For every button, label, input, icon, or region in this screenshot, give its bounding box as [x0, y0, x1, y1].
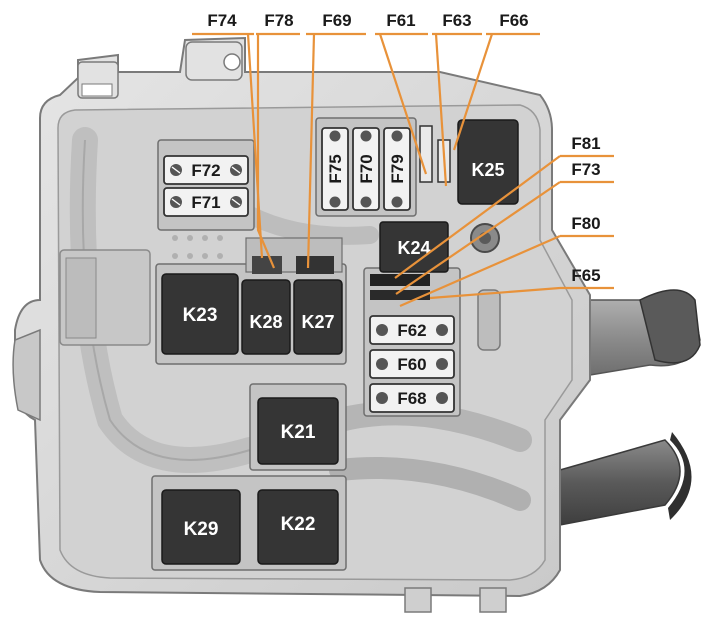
right-callouts: F81 F73 F80 F65	[571, 134, 600, 285]
fuse-label: F75	[326, 154, 345, 183]
relay-label: K27	[301, 312, 334, 332]
relay-label: K21	[281, 422, 316, 443]
relay-k28: K28	[241, 279, 291, 355]
leader-lines	[192, 32, 614, 308]
relay-k23: K23	[161, 273, 239, 355]
top-callouts: F74 F78 F69 F61 F63 F66	[207, 11, 528, 30]
callout-f74: F74	[207, 11, 237, 30]
fuse-f68: F68	[369, 383, 455, 413]
relay-k25: K25	[457, 119, 519, 205]
callout-f61: F61	[386, 11, 415, 30]
callout-f66: F66	[499, 11, 528, 30]
callout-f69: F69	[322, 11, 351, 30]
fuse-f75: F75	[321, 127, 349, 211]
fuse-label: F71	[191, 193, 220, 212]
callout-f80: F80	[571, 214, 600, 233]
fuse-f70: F70	[352, 127, 380, 211]
relay-k24: K24	[379, 221, 449, 273]
fuse-label: F72	[191, 161, 220, 180]
fuse-f71: F71	[163, 187, 249, 217]
fuse-f79: F79	[383, 127, 411, 211]
relay-label: K23	[183, 305, 218, 326]
fuse-holder-top-middle: F75 F70 F79	[315, 117, 451, 217]
fuse-label: F68	[397, 389, 426, 408]
fuse-label: F60	[397, 355, 426, 374]
relay-label: K24	[397, 238, 430, 258]
fuse-holder-top-left: F72 F71	[157, 139, 255, 231]
fuse-holder-right: F62 F60 F68	[363, 267, 461, 417]
callout-f73: F73	[571, 160, 600, 179]
fuse-label: F79	[388, 154, 407, 183]
relay-k29: K29	[161, 489, 241, 565]
fuse-f72: F72	[163, 155, 249, 185]
fuse-f62: F62	[369, 315, 455, 345]
callout-f78: F78	[264, 11, 293, 30]
fuse-label: F62	[397, 321, 426, 340]
relay-label: K22	[281, 514, 316, 535]
callout-f81: F81	[571, 134, 600, 153]
background-hoses	[559, 289, 701, 526]
relay-label: K29	[184, 519, 219, 540]
fuse-f60: F60	[369, 349, 455, 379]
callout-f65: F65	[571, 266, 600, 285]
relay-label: K25	[471, 160, 504, 180]
callout-f63: F63	[442, 11, 471, 30]
relay-label: K28	[249, 312, 282, 332]
relay-k22: K22	[257, 489, 339, 565]
fuse-label: F70	[357, 154, 376, 183]
relay-k21: K21	[257, 397, 339, 465]
relay-k27: K27	[293, 279, 343, 355]
